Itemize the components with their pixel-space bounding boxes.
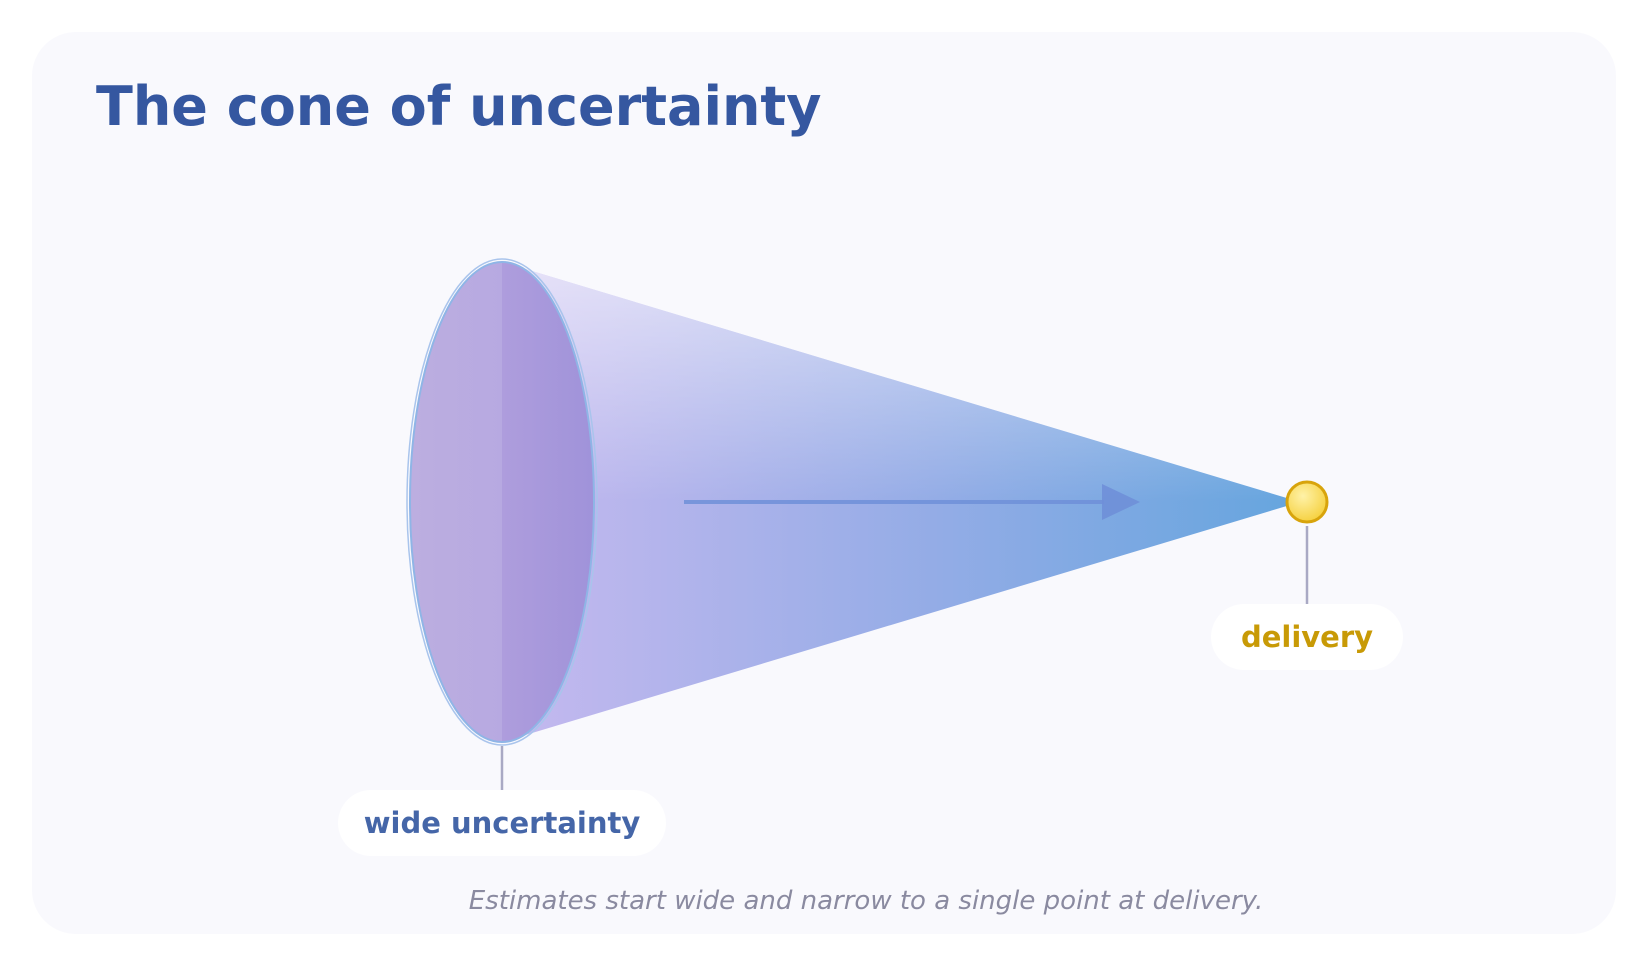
yellow-circle-icon <box>1285 480 1329 524</box>
cone-base-ellipse <box>406 258 598 746</box>
wide-uncertainty-label-text: wide uncertainty <box>364 806 641 840</box>
page-title: The cone of uncertainty <box>96 75 822 138</box>
right-arrow-icon <box>684 484 1140 520</box>
wide-uncertainty-label: wide uncertainty <box>338 790 666 856</box>
caption: Estimates start wide and narrow to a sin… <box>469 886 1264 916</box>
delivery-label: delivery <box>1211 604 1403 670</box>
delivery-label-text: delivery <box>1241 620 1373 654</box>
